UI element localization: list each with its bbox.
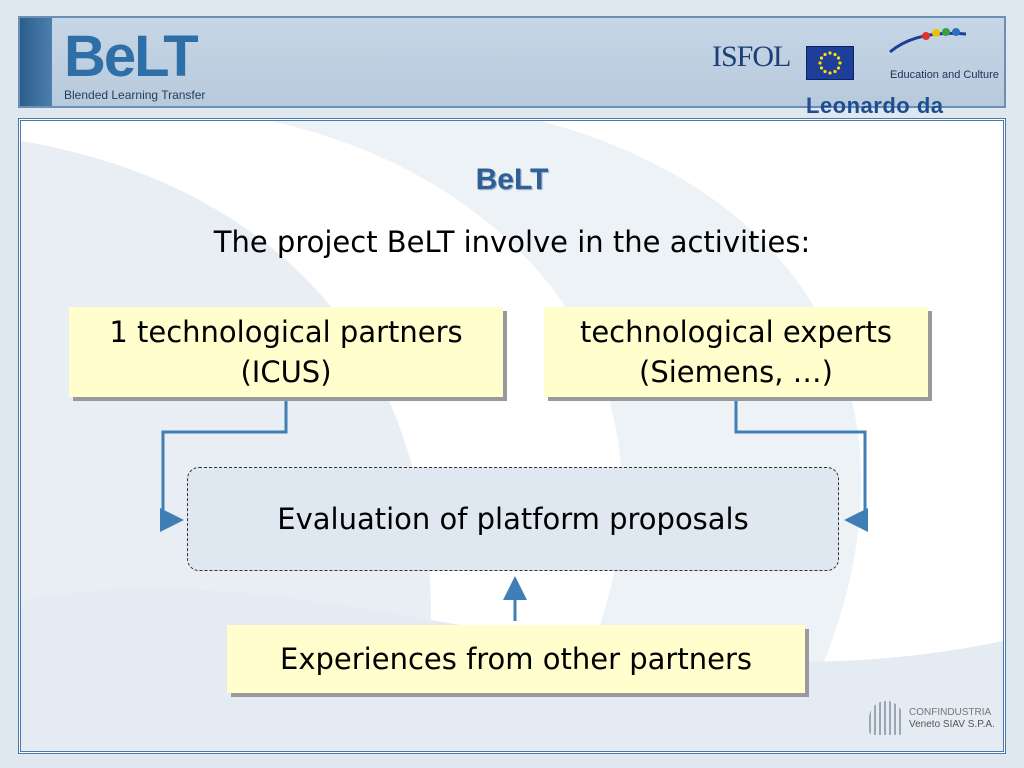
box-technological-partners-line1: 1 technological partners	[109, 315, 463, 349]
connector-right	[734, 398, 868, 532]
connector-left	[160, 398, 288, 532]
eu-flag-icon	[806, 46, 854, 80]
box-technological-experts-line2: (Siemens, …)	[639, 355, 833, 389]
box-technological-experts: technological experts (Siemens, …)	[544, 307, 928, 397]
slide-content: BeLT The project BeLT involve in the act…	[18, 118, 1006, 754]
box-experiences: Experiences from other partners	[227, 625, 805, 693]
box-experiences-label: Experiences from other partners	[280, 642, 752, 676]
box-technological-partners-line2: (ICUS)	[240, 355, 332, 389]
belt-logo: BeLT Blended Learning Transfer	[64, 26, 264, 106]
slide-title: BeLT	[475, 163, 549, 196]
box-technological-experts-line1: technological experts	[579, 315, 893, 349]
header-accent-bar	[20, 18, 52, 106]
confindustria-logo: CONFINDUSTRIA Veneto SIAV S.P.A.	[869, 701, 999, 745]
header-banner: BeLT Blended Learning Transfer ISFOL Edu…	[18, 16, 1006, 144]
confindustria-line1: CONFINDUSTRIA	[909, 707, 992, 718]
confindustria-line2: Veneto SIAV S.P.A.	[909, 719, 995, 730]
connector-arrows	[160, 398, 868, 621]
box-technological-partners: 1 technological partners (ICUS)	[69, 307, 503, 397]
slide-subtitle: The project BeLT involve in the activiti…	[213, 225, 811, 259]
evaluation-box: Evaluation of platform proposals	[187, 467, 839, 571]
education-culture-label: Education and Culture	[890, 69, 999, 81]
confindustria-icon	[869, 701, 903, 735]
education-culture-icon	[889, 28, 967, 54]
belt-logo-subtitle: Blended Learning Transfer	[64, 88, 206, 102]
isfol-logo: ISFOL	[712, 40, 791, 73]
belt-logo-text: BeLT	[64, 24, 199, 89]
